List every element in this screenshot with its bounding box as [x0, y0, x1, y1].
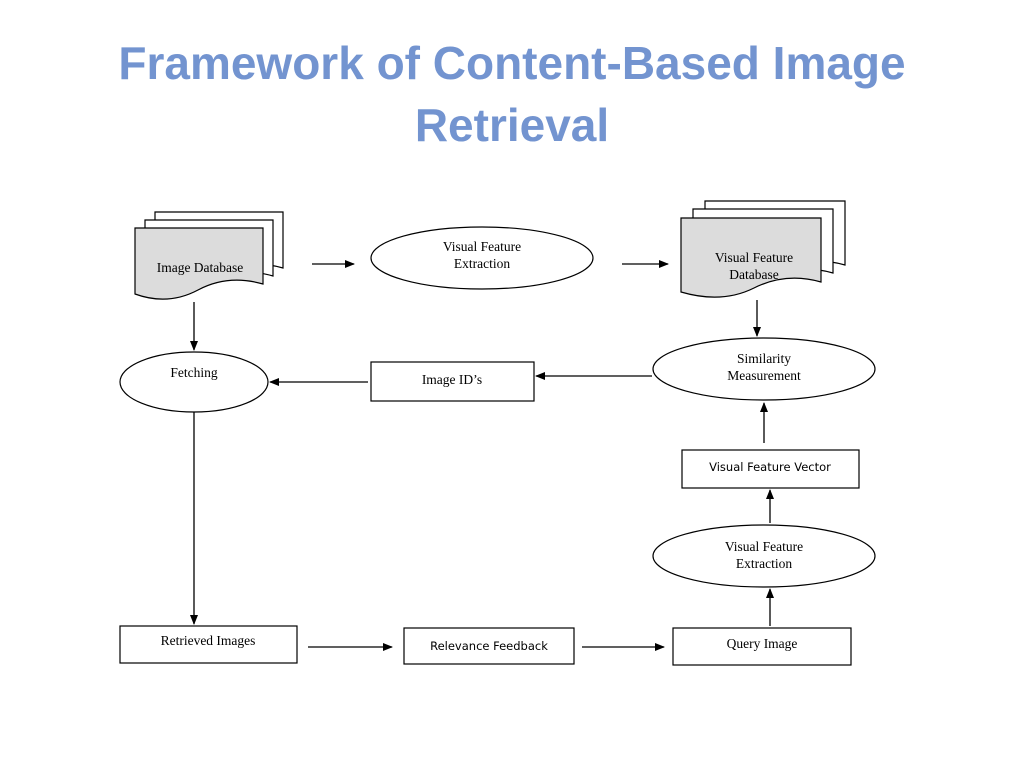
image-ids-label: Image ID’s	[422, 372, 482, 387]
similarity-label-line-2: Measurement	[727, 368, 801, 383]
title-line-2: Retrieval	[414, 99, 610, 151]
fetching-node: Fetching	[119, 351, 269, 413]
fetching-label: Fetching	[170, 365, 217, 380]
visual-feature-extraction-top-node: Visual Feature Extraction	[370, 226, 594, 290]
query-image-label: Query Image	[727, 636, 798, 651]
visual-feature-vector-node: Visual Feature Vector	[681, 449, 860, 489]
relevance-feedback-label: Relevance Feedback	[430, 639, 548, 653]
image-database-label: Image Database	[157, 260, 244, 275]
slide-title: Framework of Content-Based Image Retriev…	[0, 32, 1024, 156]
vfe-top-label-line-1: Visual Feature	[443, 239, 521, 254]
vfe-top-label-line-2: Extraction	[454, 256, 510, 271]
image-ids-node: Image ID’s	[370, 361, 535, 402]
visual-feature-vector-label: Visual Feature Vector	[709, 460, 831, 474]
image-database-node: Image Database	[134, 211, 284, 300]
vfe-bottom-label-line-2: Extraction	[736, 556, 792, 571]
retrieved-images-label: Retrieved Images	[161, 633, 256, 648]
vfd-label-line-1: Visual Feature	[715, 250, 793, 265]
vfd-label-line-2: Database	[729, 267, 778, 282]
relevance-feedback-node: Relevance Feedback	[403, 627, 575, 665]
retrieved-images-node: Retrieved Images	[119, 625, 298, 664]
title-line-1: Framework of Content-Based Image	[118, 37, 906, 89]
visual-feature-extraction-bottom-node: Visual Feature Extraction	[652, 524, 876, 588]
similarity-label-line-1: Similarity	[737, 351, 791, 366]
similarity-measurement-node: Similarity Measurement	[652, 337, 876, 401]
visual-feature-database-node: Visual Feature Database	[680, 200, 846, 298]
query-image-node: Query Image	[672, 627, 852, 666]
vfe-bottom-label-line-1: Visual Feature	[725, 539, 803, 554]
